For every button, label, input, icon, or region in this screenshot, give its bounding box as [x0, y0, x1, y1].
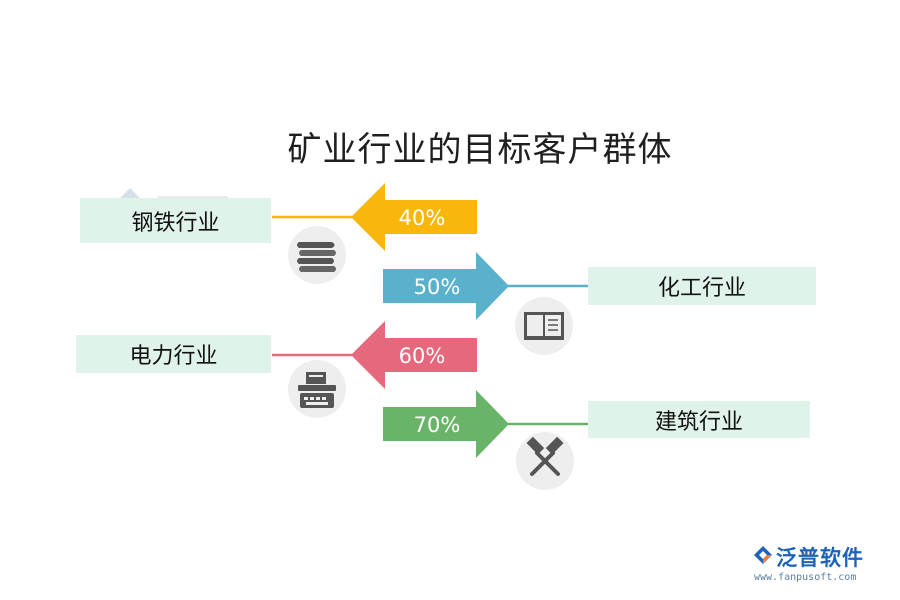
percent-label-3: 60%	[399, 344, 446, 368]
percent-arrow-4	[383, 390, 509, 458]
open-book-icon	[515, 297, 573, 355]
label-text-construction: 建筑行业	[654, 409, 743, 435]
brand-url: www.fanpusoft.com	[754, 572, 857, 583]
percent-label-1: 40%	[399, 206, 446, 230]
percent-label-2: 50%	[414, 275, 461, 299]
label-text-chemical: 化工行业	[657, 276, 746, 301]
label-box-power: 电力行业	[76, 335, 271, 373]
brand-logo: 泛普软件 www.fanpusoft.com	[750, 542, 890, 594]
label-box-construction: 建筑行业	[588, 401, 810, 438]
label-box-steel: 钢铁行业	[80, 198, 271, 243]
typewriter-icon	[288, 360, 346, 418]
brand-mark-icon	[754, 546, 772, 564]
books-icon	[288, 226, 346, 284]
percent-arrow-2	[383, 252, 509, 320]
label-text-steel: 钢铁行业	[131, 210, 220, 236]
percent-arrow-3	[351, 321, 477, 389]
label-box-chemical: 化工行业	[588, 267, 816, 305]
brand-name: 泛普软件	[776, 546, 864, 570]
page-title: 矿业行业的目标客户群体	[287, 130, 673, 170]
percent-arrow-1	[351, 183, 477, 251]
label-text-power: 电力行业	[129, 344, 218, 369]
percent-label-4: 70%	[414, 413, 461, 437]
hammers-icon	[516, 432, 574, 490]
